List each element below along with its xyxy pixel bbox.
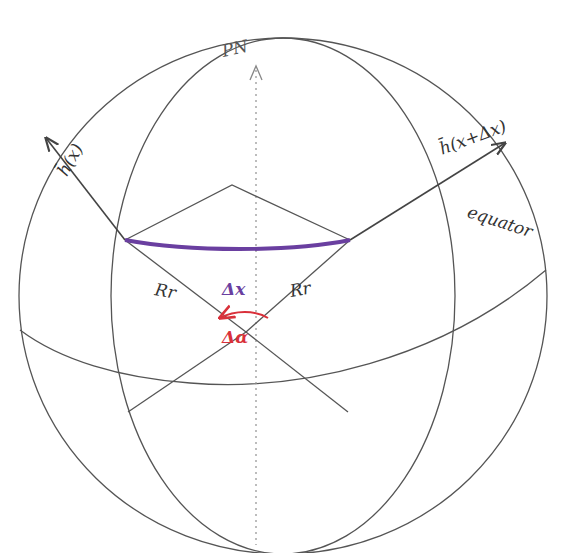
vector-label: h̄(x) — [55, 141, 87, 179]
arc-length — [125, 240, 350, 249]
vector-arrow — [350, 143, 505, 240]
vector-arrow — [46, 138, 125, 240]
polar-axis — [255, 70, 256, 545]
arc-label: Δx — [222, 281, 245, 298]
axis-arrowhead — [250, 66, 262, 80]
vector-label: h̄(x+Δx) — [437, 118, 509, 158]
angle-label: Δα — [222, 329, 248, 346]
upper-triangle — [125, 185, 350, 240]
radius-label: Rr — [154, 281, 178, 301]
radius-line — [125, 240, 246, 332]
equator-label: equator — [465, 203, 534, 240]
angle-arc — [220, 312, 268, 318]
meridian — [111, 38, 455, 553]
radius-label: Rr — [289, 279, 313, 299]
sphere-outline — [19, 38, 547, 553]
radius-line — [246, 332, 348, 412]
pole-label: PN — [220, 38, 249, 60]
equator-line — [20, 270, 546, 384]
radius-line — [246, 240, 350, 332]
